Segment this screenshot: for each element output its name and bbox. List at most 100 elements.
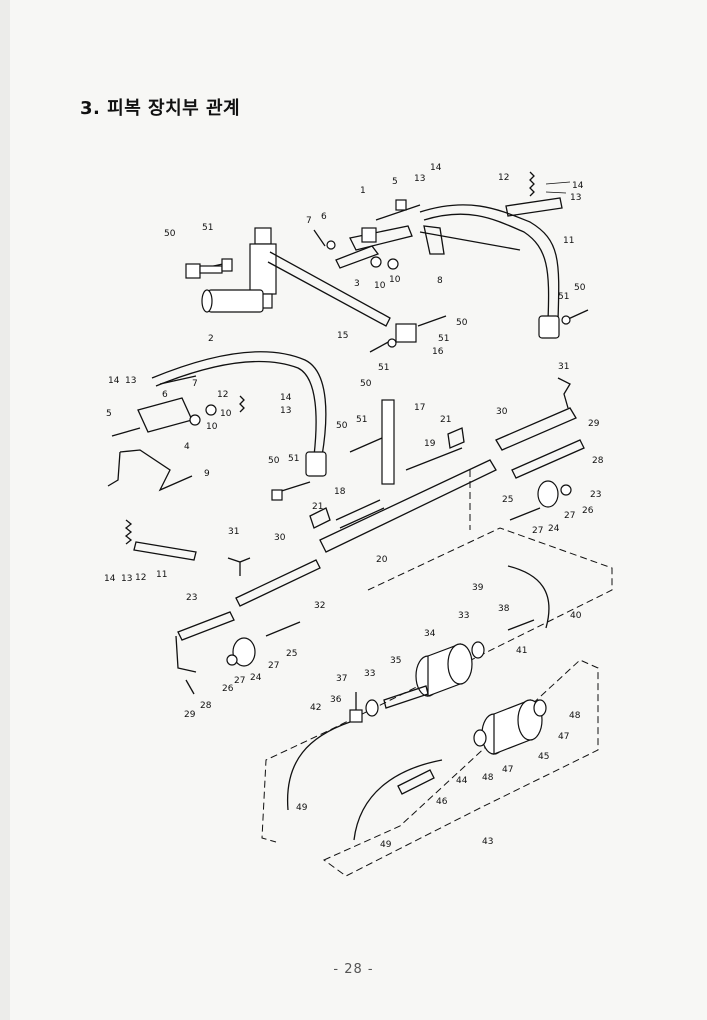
page-title: 3. 피복 장치부 관계 [80,98,241,119]
pin-29 [185,679,195,695]
arm-15 [267,251,391,327]
callout: 29 [588,419,600,429]
callout: 12 [217,390,228,400]
spring-12c [124,519,133,545]
callout: 33 [364,669,375,679]
callout: 27 [532,526,543,536]
rod-19 [405,447,463,471]
block-1 [361,227,377,243]
callout: 8 [437,276,443,286]
wire-39 [507,565,550,629]
channel-30b [235,559,321,607]
washer-33b [365,699,379,717]
callout: 50 [336,421,348,431]
callout: 28 [200,701,212,711]
callout: 31 [228,527,239,537]
callout: 51 [378,363,389,373]
callout: 18 [334,487,346,497]
post-clamp-block [207,289,264,313]
bracket-23 [177,611,235,641]
callout: 21 [312,502,323,512]
screw-50-17 [349,437,383,453]
callout: 2 [208,334,214,344]
callout: 13 [280,406,291,416]
lower-left-assembly [124,519,321,695]
callout: 44 [456,776,468,786]
bar-20 [319,459,497,553]
channel-30 [495,407,577,451]
arm-2-inner [155,360,317,457]
page-number: - 28 - [333,962,374,977]
callout: 10 [220,409,232,419]
callout: 13 [121,574,132,584]
callout: 19 [424,439,436,449]
screw-head-50 [185,263,201,279]
clamp-end [201,289,213,313]
callout: 47 [502,765,513,775]
callout: 25 [502,495,513,505]
callout: 36 [330,695,342,705]
callout: 9 [204,469,210,479]
shaft-35 [383,685,429,709]
washer-10b [387,258,399,270]
cover-feeder-assembly [261,470,613,877]
callout: 1 [360,186,366,196]
callout: 50 [164,229,176,239]
spring-12 [529,171,535,197]
callout: 7 [306,216,312,226]
callout: 47 [558,732,569,742]
callout: 6 [162,390,168,400]
arm-11-lower [423,213,550,321]
callout: 14 [280,393,292,403]
upper-feed-assembly [185,171,589,353]
callout: 3 [354,279,360,289]
callout: 26 [582,506,594,516]
bar-17 [381,399,395,485]
callout: 7 [192,379,198,389]
frame-assembly [309,377,585,553]
sleeve-46 [397,769,435,795]
callout: 14 [108,376,120,386]
callout: 28 [592,456,604,466]
callout: 16 [432,347,444,357]
callout: 27 [564,511,575,521]
screw-50-arm2-head [271,489,283,501]
nut-51-16 [387,338,397,348]
washer-10a [370,256,382,268]
nut-51 [221,258,233,272]
callout: 51 [288,454,299,464]
collar-36 [349,709,363,723]
callout: 13 [570,193,581,203]
bracket-4 [137,397,193,433]
arm-11-strut [419,231,521,251]
callout: 13 [125,376,136,386]
callout: 41 [516,646,527,656]
callout: 33 [458,611,469,621]
callout: 37 [336,674,347,684]
callout: 49 [380,840,392,850]
callout: 13 [414,174,425,184]
screw-50-16 [417,315,447,327]
callout: 17 [414,403,425,413]
callout: 6 [321,212,327,222]
callout: 21 [440,415,451,425]
wire-44 [353,759,443,841]
callout: 11 [563,236,574,246]
callout: 15 [337,331,348,341]
callout: 51 [356,415,367,425]
callout: 20 [376,555,388,565]
screw-6 [159,375,197,385]
link-11b [133,541,197,561]
rod-18 [335,499,385,529]
callout: 10 [389,275,401,285]
callout: 51 [558,292,569,302]
link-1 [349,225,413,251]
washer-27b [226,654,238,666]
washer-6 [326,240,336,250]
wire-42 [286,721,351,811]
callout: 29 [184,710,196,720]
callout: 48 [569,711,581,721]
callout-labels: 1 2 3 4 5 5 6 6 7 7 8 9 10 10 10 10 11 1… [104,163,604,850]
pin-7 [313,229,326,247]
left-lever-assembly [107,351,327,501]
